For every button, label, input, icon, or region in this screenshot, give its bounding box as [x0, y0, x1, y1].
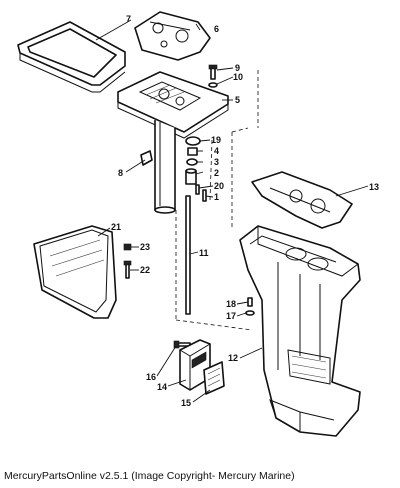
part-1-screw: [202, 189, 207, 202]
part-7-gasket-ring: [17, 21, 126, 93]
callout-8: 8: [118, 168, 123, 178]
callout-18: 18: [226, 299, 236, 309]
callout-19: 19: [211, 135, 221, 145]
part-15-plate: [203, 361, 225, 395]
part-13-gasket: [251, 171, 353, 229]
callout-4: 4: [214, 146, 219, 156]
callout-11: 11: [199, 248, 209, 258]
part-9-screw: [208, 64, 218, 80]
callout-1: 1: [214, 192, 219, 202]
part-5-housing-tube: [154, 120, 176, 214]
callout-22: 22: [140, 265, 150, 275]
part-23-nut: [123, 243, 132, 251]
image-caption: MercuryPartsOnline v2.5.1 (Image Copyrig…: [4, 470, 295, 482]
part-12-driveshaft-housing: [239, 225, 361, 437]
part-14-block: [179, 339, 211, 391]
part-21-tray: [33, 225, 117, 319]
leader-lines: [95, 19, 369, 403]
callout-9: 9: [235, 63, 240, 73]
part-2-collar: [185, 168, 197, 185]
callout-23: 23: [140, 242, 150, 252]
part-17-washer: [245, 310, 255, 316]
callout-20: 20: [214, 181, 224, 191]
callout-16: 16: [146, 372, 156, 382]
callout-12: 12: [228, 353, 238, 363]
callout-2: 2: [214, 168, 219, 178]
alignment-lines: [175, 70, 259, 331]
callout-10: 10: [233, 72, 243, 82]
callout-17: 17: [226, 311, 236, 321]
part-6-plate-gasket: [134, 11, 211, 61]
part-20-screw: [195, 184, 200, 195]
part-4-bushing: [187, 147, 198, 156]
part-8-bracket: [140, 150, 153, 166]
part-5-adapter-plate: [117, 71, 229, 139]
callout-13: 13: [369, 182, 379, 192]
part-19-seal: [185, 136, 201, 146]
callout-15: 15: [181, 398, 191, 408]
callout-5: 5: [235, 95, 240, 105]
callout-14: 14: [157, 382, 167, 392]
part-18-screw: [247, 297, 253, 307]
part-22-screw: [123, 260, 132, 279]
part-3-ring: [186, 158, 198, 166]
callout-7: 7: [126, 14, 131, 24]
callout-21: 21: [111, 222, 121, 232]
callout-3: 3: [214, 157, 219, 167]
part-10-washer: [208, 82, 218, 88]
part-11-drive-rod: [185, 195, 191, 315]
callout-6: 6: [214, 24, 219, 34]
